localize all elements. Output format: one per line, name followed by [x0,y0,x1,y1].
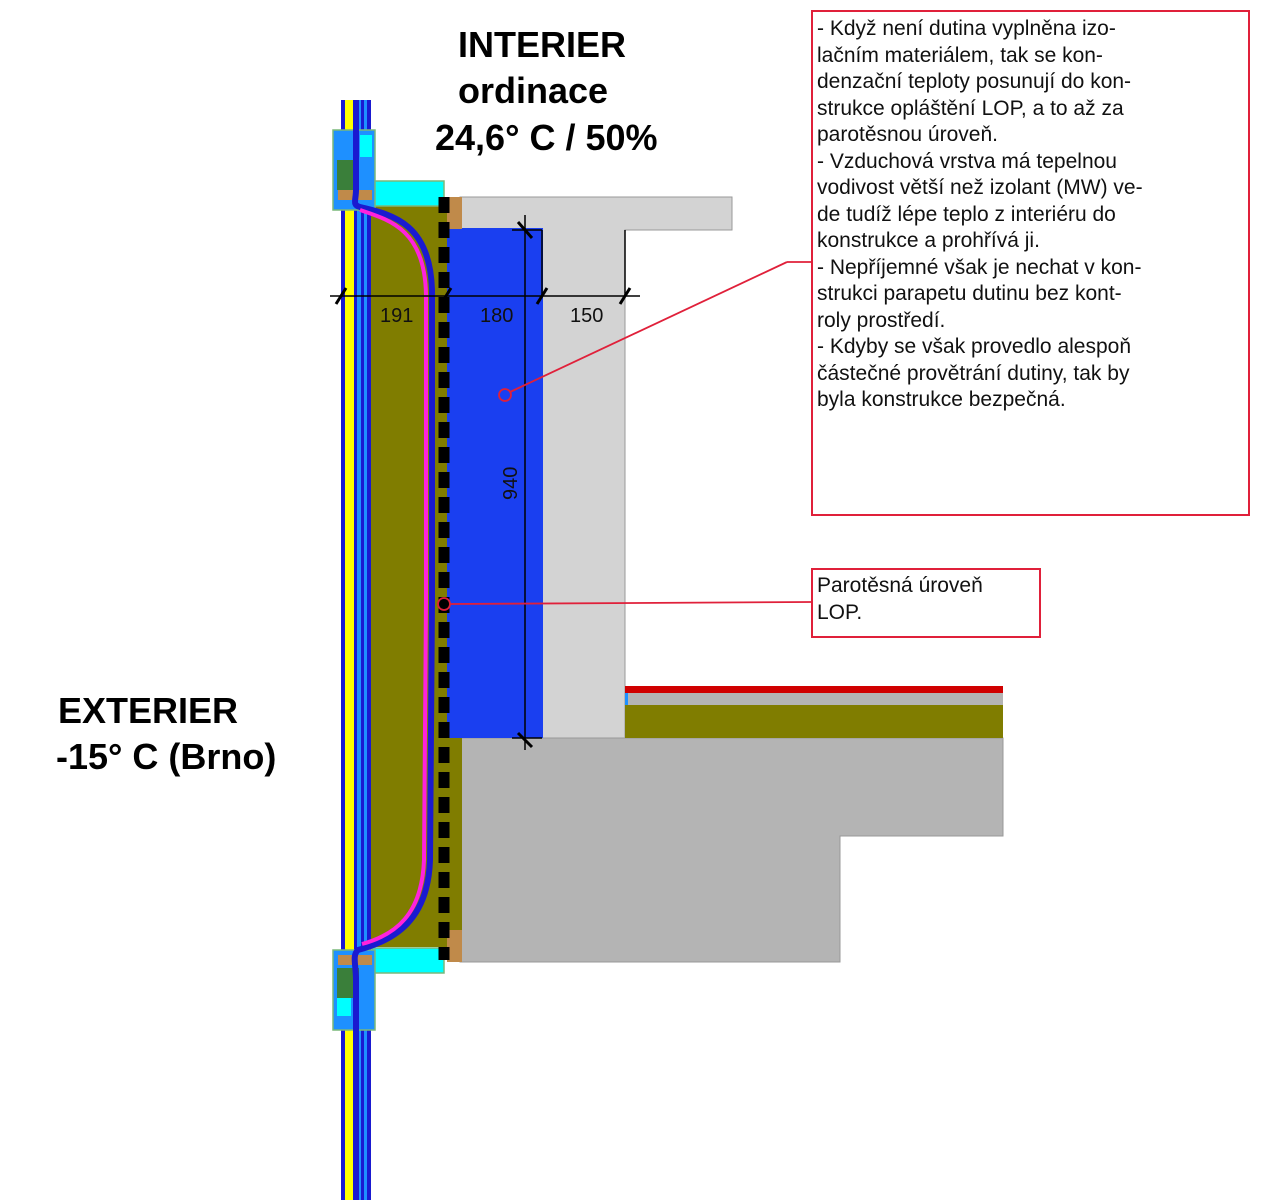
note-line: de tudíž lépe teplo z interiéru do [817,202,1116,226]
note-line: částečné provětrání dutiny, tak by [817,361,1130,385]
note-line: - Nepříjemné však je nechat v kon- [817,255,1142,279]
floor-insulation-layer [625,705,1003,738]
note-line: lačním materiálem, tak se kon- [817,43,1103,67]
vapor-barrier-note-box: Parotěsná úroveň LOP. [811,568,1041,638]
lower-concrete-slab [459,737,1004,963]
isotherm-magenta-line [359,208,428,946]
note-line: Parotěsná úroveň [817,574,983,597]
exterior-title: EXTERIER [58,690,239,731]
floor-finish-red [625,686,1003,693]
glass-pane-yellow [345,100,354,1200]
note-line: - Když není dutina vyplněna izo- [817,17,1116,40]
dimension-191: 191 [380,305,413,327]
dimension-lines [330,215,640,750]
note-line: vodivost větší než izolant (MW) ve- [817,176,1143,199]
isotherm-blue-line [351,100,435,1200]
exterior-conditions: -15° C (Brno) [56,736,277,777]
sill-cyan-top [371,180,445,207]
dimension-180: 180 [480,305,513,327]
interior-room: ordinace [458,70,609,111]
glass-pane-blue-strip [357,100,361,1200]
floor-edge-strip [625,693,628,705]
sill-cyan-bottom [371,947,445,974]
condensation-note-box: - Když není dutina vyplněna izo- lačním … [811,10,1250,516]
note-line: LOP. [817,600,863,624]
callout-lines [437,261,813,611]
floor-screed-layer [625,693,1003,705]
interior-title: INTERIER [458,24,627,65]
note-line: byla konstrukce bezpečná. [817,388,1066,411]
note-line: parotěsnou úroveň. [817,123,998,146]
dimension-150: 150 [570,305,603,327]
note-line: roly prostředí. [817,308,946,332]
wood-block-bottom [447,930,462,962]
note-line: denzační teploty posunují do kon- [817,70,1132,93]
interior-conditions: 24,6° C / 50% [435,117,658,158]
note-line: - Vzduchová vrstva má tepelnou [817,149,1117,173]
dimension-940: 940 [500,467,522,500]
note-line: konstrukce a prohřívá ji. [817,229,1040,252]
air-cavity [447,228,543,738]
note-line: strukce opláštění LOP, a to až za [817,96,1124,120]
note-line: - Kdyby se však provedlo alespoň [817,335,1132,358]
note-line: strukci parapetu dutinu bez kont- [817,282,1122,305]
wood-block-top [447,197,462,229]
glass-pane-blue-strip-2 [364,100,367,1200]
